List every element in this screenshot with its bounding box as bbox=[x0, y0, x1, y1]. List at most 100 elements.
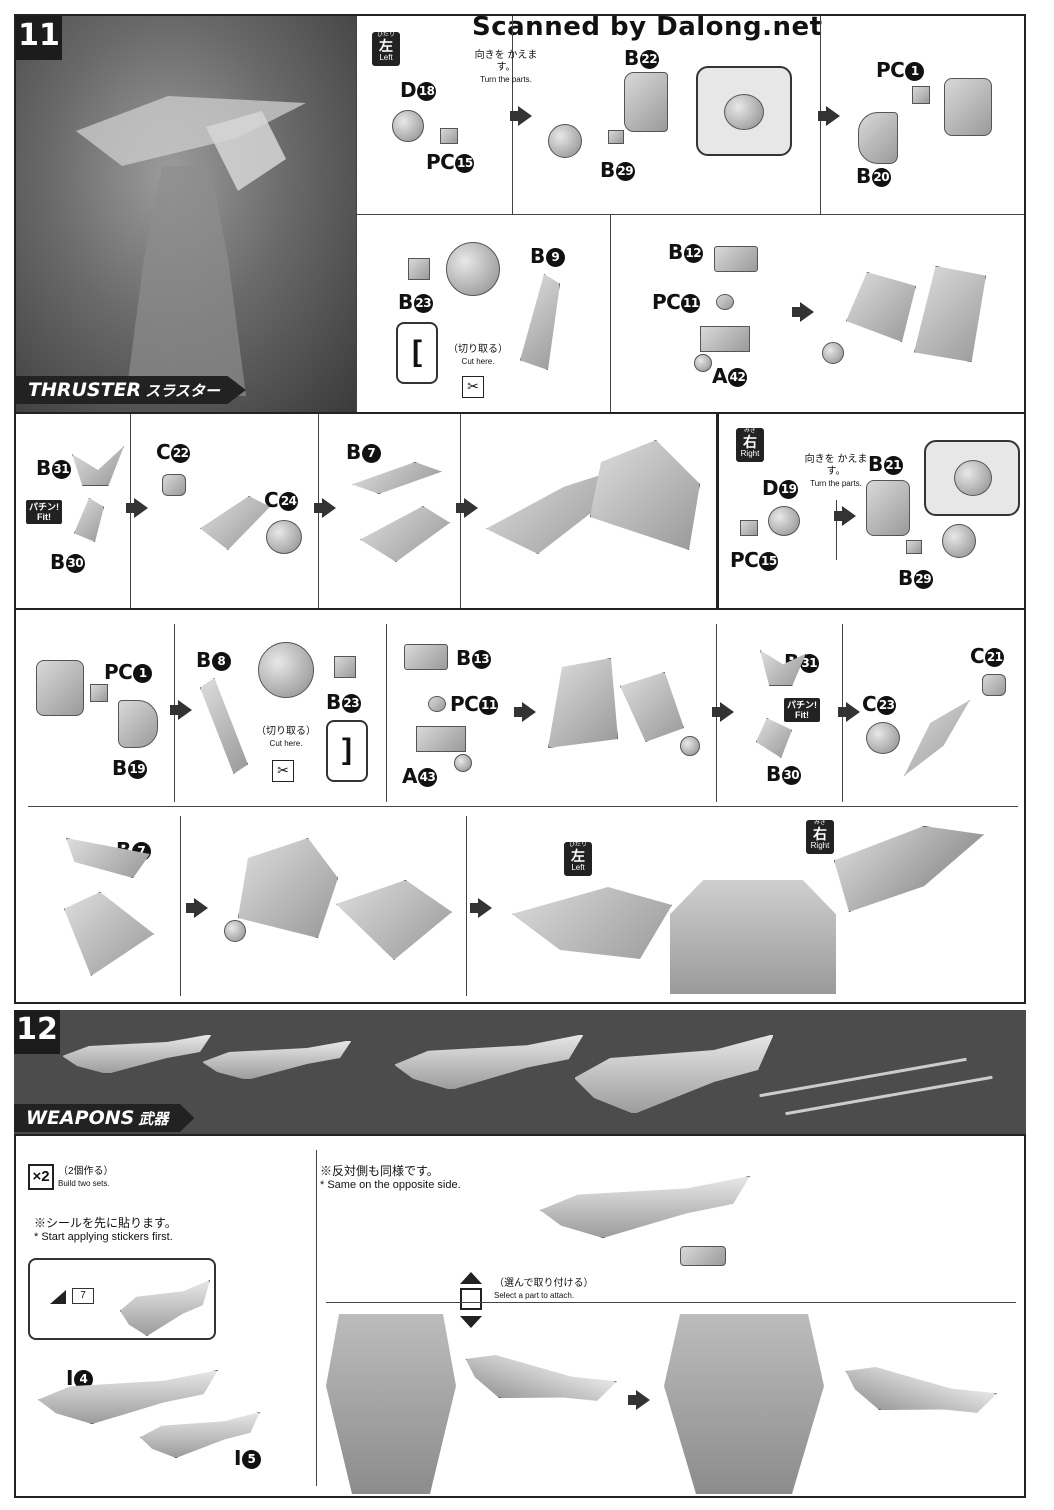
part-pc15 bbox=[440, 128, 458, 144]
divider bbox=[356, 214, 1024, 215]
detail-callout bbox=[696, 66, 792, 156]
divider bbox=[610, 214, 611, 412]
part-a42 bbox=[700, 326, 750, 352]
build-two-count: ×2 bbox=[28, 1164, 54, 1190]
part-a43 bbox=[416, 726, 466, 752]
select-part-icon bbox=[456, 1272, 486, 1332]
left-side-tag: ひだり 左 Left bbox=[372, 32, 400, 66]
step-arrow bbox=[456, 498, 478, 518]
part-b23-detail-right: ] bbox=[326, 720, 368, 782]
part-pc1-right bbox=[90, 684, 108, 702]
step-arrow bbox=[792, 302, 814, 322]
left-en: Left bbox=[379, 53, 393, 62]
step-arrow bbox=[838, 702, 860, 722]
part-b13 bbox=[404, 644, 448, 670]
turn-note-en: Turn the parts. bbox=[480, 75, 532, 84]
divider bbox=[316, 1150, 317, 1486]
part-pc11-right bbox=[428, 696, 446, 712]
part-c23 bbox=[866, 722, 900, 754]
step-number-11: 11 bbox=[16, 16, 62, 60]
part-a43-ball bbox=[454, 754, 472, 772]
weapons-label-en: WEAPONS bbox=[26, 1107, 135, 1129]
assembled-ball-right bbox=[680, 736, 700, 756]
build-two-note: （2個作る） Build two sets. bbox=[58, 1166, 114, 1188]
part-c21 bbox=[982, 674, 1006, 696]
part-b19 bbox=[118, 700, 158, 748]
divider bbox=[28, 806, 1018, 807]
divider bbox=[836, 500, 837, 560]
left-furigana: ひだり bbox=[376, 32, 395, 38]
part-b23-detail: [ bbox=[396, 322, 438, 384]
step-arrow bbox=[314, 498, 336, 518]
part-d18 bbox=[392, 110, 424, 142]
step-arrow bbox=[470, 898, 492, 918]
weapon-mount-part bbox=[680, 1246, 726, 1266]
divider bbox=[716, 412, 719, 610]
left-side-tag-final: ひだり 左 Left bbox=[564, 842, 592, 876]
right-side-tag: みぎ 右 Right bbox=[736, 428, 764, 462]
weapon-preview-3 bbox=[394, 1034, 584, 1090]
fit-tag: パチン!Fit! bbox=[26, 500, 62, 524]
turn-parts-note: 向きを かえます。 Turn the parts. bbox=[474, 50, 538, 86]
step-arrow bbox=[514, 702, 536, 722]
part-b22-assembled bbox=[944, 78, 992, 136]
sticker-detail-callout: 7 bbox=[28, 1258, 216, 1340]
cut-icon: ✂ bbox=[462, 376, 484, 398]
divider bbox=[14, 412, 1026, 414]
part-pc15-right bbox=[740, 520, 758, 536]
part-b20 bbox=[858, 112, 898, 164]
part-b29 bbox=[608, 130, 624, 144]
part-pc1 bbox=[912, 86, 930, 104]
part-a42-ball bbox=[694, 354, 712, 372]
step-arrow bbox=[712, 702, 734, 722]
cut-icon-right: ✂ bbox=[272, 760, 294, 782]
part-d19 bbox=[768, 506, 800, 536]
part-b22 bbox=[624, 72, 668, 132]
part-thruster-body bbox=[446, 242, 500, 296]
part-thruster-body-right bbox=[258, 642, 314, 698]
part-pc11 bbox=[716, 294, 734, 310]
part-c22 bbox=[162, 474, 186, 496]
turn-note-jp: 向きを かえます。 bbox=[474, 50, 538, 73]
weapons-label-jp: 武器 bbox=[138, 1110, 169, 1128]
step-arrow bbox=[186, 898, 208, 918]
weapon-preview-1 bbox=[62, 1034, 212, 1074]
turn-parts-note-right: 向きを かえます。 Turn the parts. bbox=[804, 454, 868, 488]
weapon-preview-4 bbox=[574, 1034, 774, 1114]
detail-callout-right bbox=[924, 440, 1020, 516]
divider bbox=[466, 816, 467, 996]
weapon-preview-2 bbox=[202, 1040, 352, 1080]
part-b29-right bbox=[906, 540, 922, 554]
part-b12 bbox=[714, 246, 758, 272]
cut-note-jp: （切り取る） bbox=[448, 344, 508, 355]
part-b21-assembled bbox=[36, 660, 84, 716]
step-arrow bbox=[510, 106, 532, 126]
step-arrow bbox=[818, 106, 840, 126]
sticker-icon bbox=[50, 1290, 66, 1304]
step-12-frame bbox=[14, 1134, 1026, 1498]
part-d19-assembled bbox=[942, 524, 976, 558]
part-c24 bbox=[266, 520, 302, 554]
step-arrow bbox=[628, 1390, 650, 1410]
beam-saber-1 bbox=[759, 1057, 967, 1098]
